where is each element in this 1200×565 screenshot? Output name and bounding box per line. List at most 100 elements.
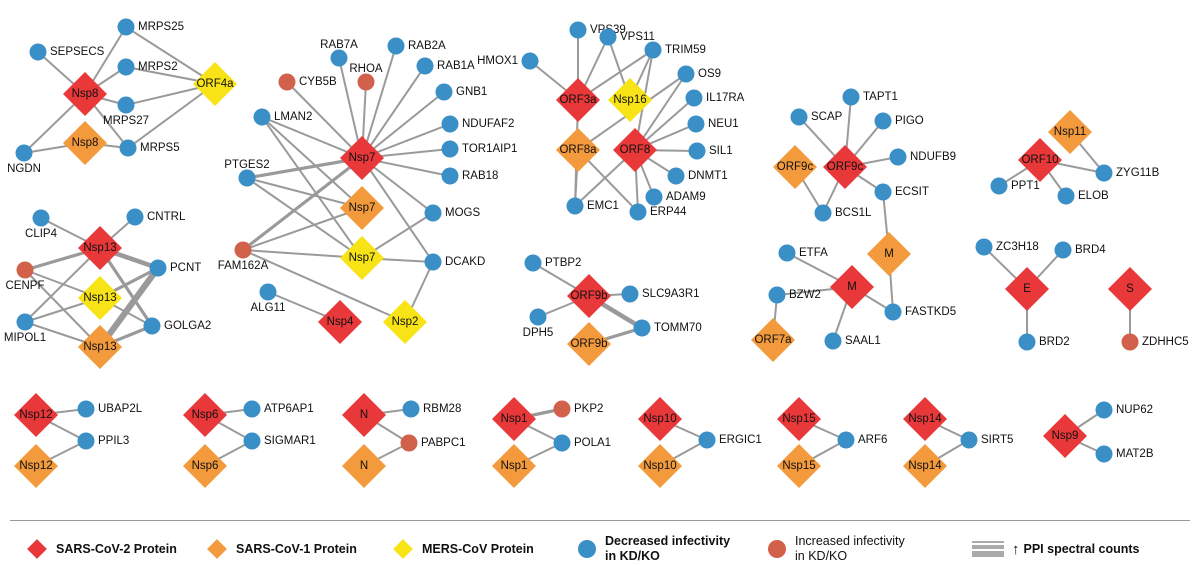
host-node-circle — [990, 177, 1008, 195]
host-node-vps11: VPS11 — [599, 28, 655, 46]
host-node-label: PTGES2 — [224, 159, 269, 171]
viral-node-nsp7-sars2: Nsp7 — [340, 136, 384, 180]
host-node-label: SIRT5 — [981, 434, 1013, 446]
viral-node-nsp1-sars2: Nsp1 — [492, 397, 536, 441]
edge-orf4a-mrps25 — [125, 26, 216, 85]
spectral-bars-icon — [972, 541, 1004, 557]
host-node-dnmt1: DNMT1 — [667, 167, 728, 185]
viral-node-m-sars2: M — [830, 265, 874, 309]
viral-node-diamond — [342, 393, 386, 437]
host-node-zdhhc5: ZDHHC5 — [1121, 333, 1189, 351]
host-node-label: IL17RA — [706, 92, 745, 104]
host-node-label: NEU1 — [708, 118, 739, 130]
viral-node-label: Nsp13 — [83, 292, 116, 304]
host-node-label: SAAL1 — [845, 335, 881, 347]
viral-node-label: Nsp7 — [349, 202, 376, 214]
viral-node-label: ORF7a — [754, 334, 792, 346]
viral-node-orf9c-sars1: ORF9c — [773, 145, 817, 189]
viral-node-s-sars2: S — [1108, 267, 1152, 311]
viral-node-label: ORF9b — [570, 290, 607, 302]
viral-node-diamond — [63, 72, 107, 116]
viral-node-diamond — [340, 186, 384, 230]
viral-node-n-sars2: N — [342, 393, 386, 437]
viral-node-diamond — [823, 145, 867, 189]
host-node-sigmar1: SIGMAR1 — [243, 432, 316, 450]
ppi-up-arrow-icon: ↑ — [1012, 540, 1020, 558]
host-node-cyb5b: CYB5B — [278, 73, 337, 91]
viral-node-label: Nsp12 — [19, 409, 52, 421]
host-node-pigo: PIGO — [874, 112, 924, 130]
host-node-rab18: RAB18 — [441, 167, 498, 185]
viral-node-nsp11-sars1: Nsp11 — [1048, 110, 1092, 154]
viral-node-nsp16-mers: Nsp16 — [608, 78, 652, 122]
host-node-ppil3: PPIL3 — [77, 432, 129, 450]
host-node-circle — [77, 400, 95, 418]
host-node-label: SIL1 — [709, 145, 733, 157]
viral-node-nsp9-sars2: Nsp9 — [1043, 414, 1087, 458]
host-node-label: SEPSECS — [50, 46, 105, 58]
edge-nsp13_1-pcnt — [96, 264, 162, 351]
viral-node-diamond — [318, 300, 362, 344]
viral-node-label: Nsp12 — [19, 460, 52, 472]
host-node-circle — [569, 21, 587, 39]
host-node-label: TOR1AIP1 — [462, 143, 517, 155]
sars2-diamond-icon — [27, 539, 47, 559]
legend-label-increased: Increased infectivity in KD/KO — [795, 534, 905, 563]
host-node-circle — [884, 303, 902, 321]
host-node-label: LMAN2 — [274, 111, 312, 123]
viral-node-label: Nsp6 — [192, 409, 219, 421]
host-node-pkp2: PKP2 — [553, 400, 603, 418]
host-node-label: DPH5 — [523, 327, 554, 339]
host-node-sirt5: SIRT5 — [960, 431, 1013, 449]
host-node-circle — [238, 169, 256, 187]
viral-node-diamond — [1108, 267, 1152, 311]
edge-nsp7_1-lman2 — [261, 116, 363, 209]
legend-label-decreased: Decreased infectivity in KD/KO — [605, 534, 731, 563]
viral-node-label: Nsp1 — [501, 413, 528, 425]
viral-node-label: Nsp6 — [192, 460, 219, 472]
viral-node-diamond — [556, 128, 600, 172]
viral-node-label: ORF10 — [1021, 154, 1058, 166]
legend-item-decreased: Decreased infectivity in KD/KO — [578, 532, 730, 565]
host-node-ndufb9: NDUFB9 — [889, 148, 956, 166]
host-node-clip4: CLIP4 — [25, 209, 58, 240]
viral-node-diamond — [14, 444, 58, 488]
host-node-label: MRPS2 — [138, 61, 178, 73]
viral-node-orf9b-sars1: ORF9b — [567, 322, 611, 366]
host-node-circle — [143, 317, 161, 335]
edge-nsp7_2-ptges2 — [245, 156, 364, 180]
viral-node-diamond — [14, 393, 58, 437]
host-node-dcakd: DCAKD — [424, 253, 485, 271]
host-node-alg11: ALG11 — [251, 283, 285, 314]
host-node-label: PTBP2 — [545, 257, 581, 269]
host-node-label: ERGIC1 — [719, 434, 762, 446]
viral-node-orf9c-sars2: ORF9c — [823, 145, 867, 189]
viral-node-label: N — [360, 460, 368, 472]
viral-node-diamond — [1043, 414, 1087, 458]
viral-node-m-sars1: M — [867, 232, 911, 276]
host-node-label: CLIP4 — [25, 228, 58, 240]
viral-node-label: M — [884, 248, 894, 260]
host-node-circle — [424, 253, 442, 271]
viral-node-e-sars2: E — [1005, 267, 1049, 311]
host-node-circle — [566, 197, 584, 215]
host-node-label: MAT2B — [1116, 448, 1154, 460]
host-node-label: ZDHHC5 — [1142, 336, 1189, 348]
host-node-circle — [874, 112, 892, 130]
host-node-label: CENPF — [6, 280, 45, 292]
host-node-label: BRD4 — [1075, 244, 1106, 256]
host-node-ergic1: ERGIC1 — [698, 431, 762, 449]
host-node-ptges2: PTGES2 — [224, 159, 270, 187]
host-node-label: OS9 — [698, 68, 721, 80]
viral-node-label: ORF9c — [777, 161, 814, 173]
host-node-label: ERP44 — [650, 206, 687, 218]
viral-node-nsp8-sars2: Nsp8 — [63, 72, 107, 116]
host-node-label: PCNT — [170, 262, 201, 274]
host-node-circle — [1095, 445, 1113, 463]
host-node-circle — [553, 400, 571, 418]
viral-node-diamond — [340, 236, 384, 280]
host-node-label: VPS11 — [620, 31, 655, 43]
viral-node-diamond — [777, 444, 821, 488]
viral-node-diamond — [183, 444, 227, 488]
host-node-circle — [629, 203, 647, 221]
